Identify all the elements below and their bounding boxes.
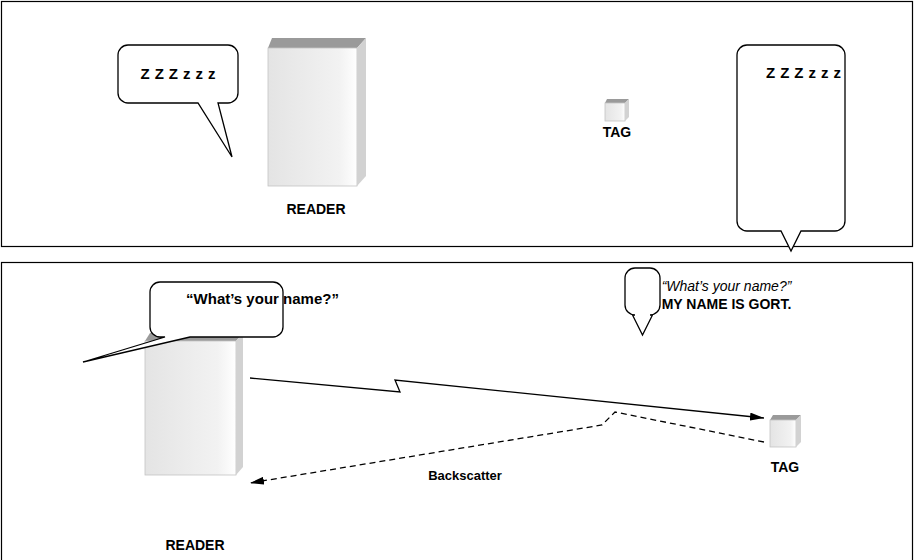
speech-bubble: “What’s your name?”MY NAME IS GORT. bbox=[625, 268, 828, 322]
reader-top-face bbox=[268, 38, 366, 48]
reader-front-face bbox=[268, 48, 357, 186]
device-node: READER bbox=[262, 34, 370, 220]
tag-side-face bbox=[625, 99, 629, 121]
tag-device bbox=[605, 99, 629, 121]
speech-text: “What’s your name?” bbox=[662, 277, 792, 295]
speech-bubble: ZZZzzz bbox=[737, 45, 870, 100]
reader-device bbox=[145, 333, 243, 475]
tag-front-face bbox=[605, 103, 625, 121]
backscatter-arrow bbox=[250, 412, 764, 483]
tag-top-face bbox=[770, 415, 801, 420]
speech-text: ZZZzzz bbox=[136, 65, 221, 83]
speech-bubble: “What’s your name?” bbox=[150, 282, 375, 316]
speech-bubble: ZZZzzz bbox=[118, 45, 238, 103]
bubble-outline bbox=[625, 268, 660, 335]
device-node: READER bbox=[140, 328, 250, 556]
signal-arrow bbox=[250, 378, 764, 418]
tag-front-face bbox=[770, 420, 796, 447]
speech-text: ZZZzzz bbox=[761, 64, 846, 82]
speech-text: “What’s your name?” bbox=[186, 290, 339, 308]
reader-side-face bbox=[236, 333, 243, 475]
device-label: TAG bbox=[603, 124, 632, 141]
bubble-outline bbox=[625, 268, 660, 315]
device-label: READER bbox=[165, 537, 224, 554]
reader-device bbox=[268, 38, 366, 186]
tag-top-face bbox=[605, 99, 629, 103]
reader-side-face bbox=[357, 38, 366, 186]
bubble-outline bbox=[737, 45, 845, 251]
speech-text: MY NAME IS GORT. bbox=[662, 295, 792, 313]
edge-label: Backscatter bbox=[426, 468, 504, 484]
device-node: TAG bbox=[764, 412, 806, 478]
reader-front-face bbox=[145, 341, 236, 475]
panel-frame bbox=[2, 263, 913, 560]
bubble-outline bbox=[118, 45, 238, 157]
device-label: TAG bbox=[771, 459, 800, 476]
tag-device bbox=[770, 415, 801, 447]
device-label: READER bbox=[286, 201, 345, 218]
tag-side-face bbox=[796, 415, 801, 447]
device-node: TAG bbox=[600, 96, 635, 143]
